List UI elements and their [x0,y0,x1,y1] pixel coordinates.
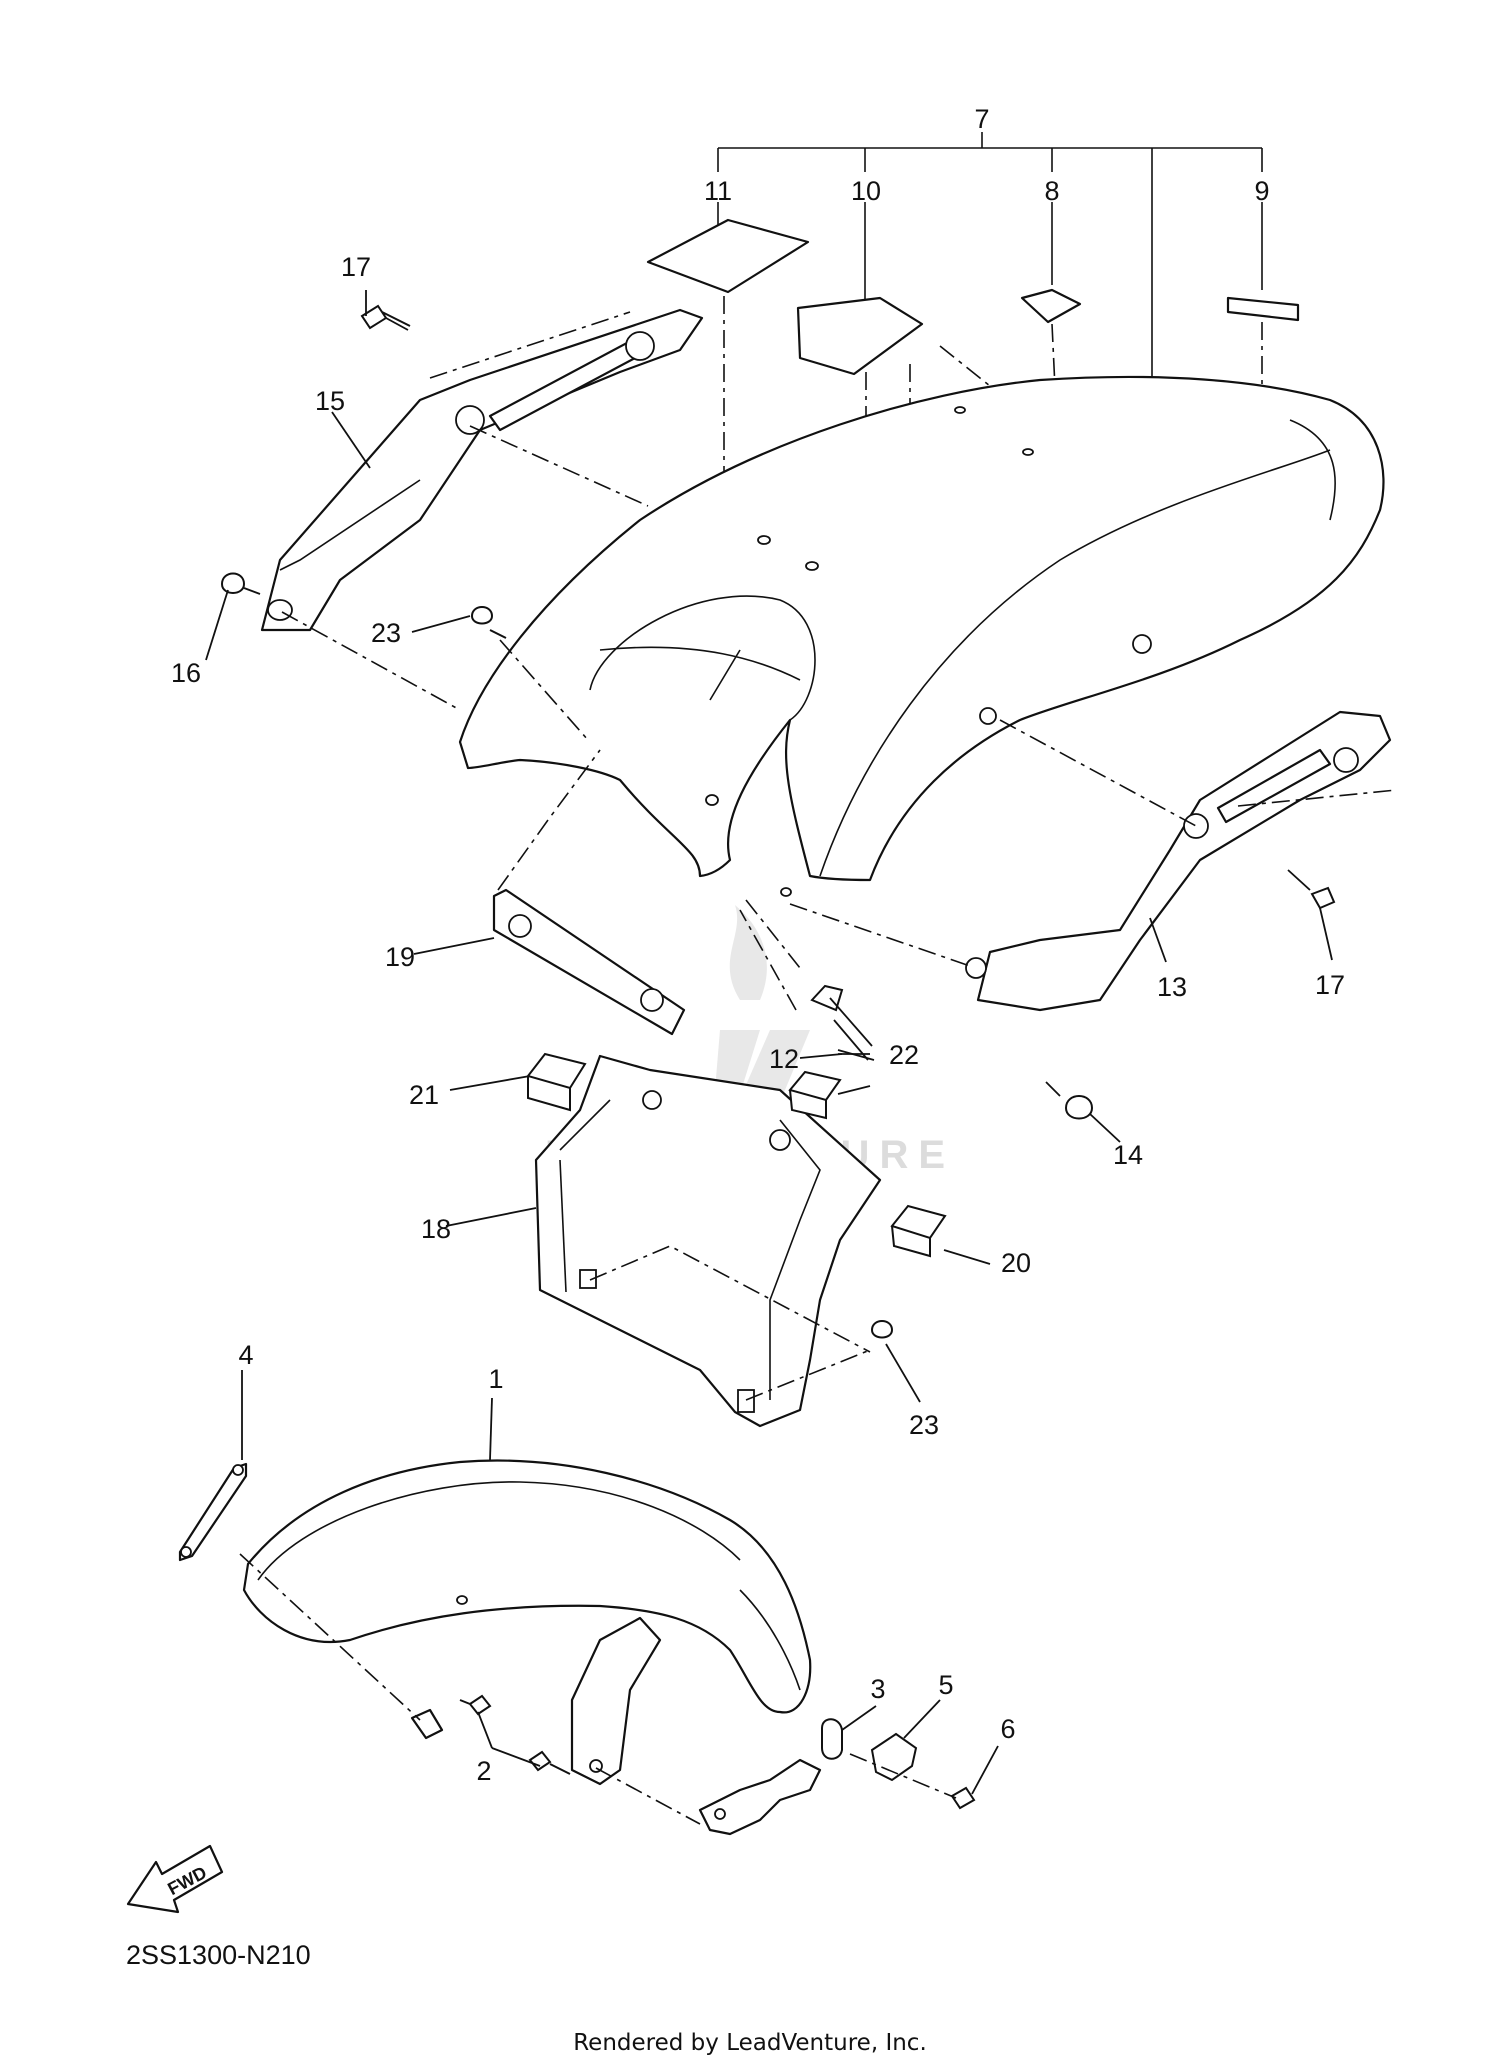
decal-11 [646,218,810,294]
mudguard-assembly [492,749,947,1428]
rear-fender [458,375,1385,897]
left-fender-stay [260,308,704,711]
decal-9 [1226,296,1300,322]
plate-19 [492,888,686,1036]
callout-17-right: 17 [1315,970,1345,1000]
callout-4: 4 [238,1340,253,1370]
callout-20: 20 [1001,1248,1031,1278]
callout-21: 21 [409,1080,439,1110]
watermark-flame-icon [729,905,767,1000]
callout-2: 2 [476,1756,491,1786]
callout-5: 5 [938,1670,953,1700]
callout-12: 12 [769,1044,799,1074]
callout-6: 6 [1000,1714,1015,1744]
callout-9: 9 [1254,176,1269,206]
callout-3: 3 [870,1674,885,1704]
callout-16: 16 [171,658,201,688]
front-fender-shell [242,1459,812,1714]
decal-10 [796,296,924,376]
diagram-code: 2SS1300-N210 [126,1940,311,1970]
callout-19: 19 [385,942,415,972]
callout-1: 1 [488,1364,503,1394]
front-fender-stay-lower [570,1616,662,1786]
callout-10: 10 [851,176,881,206]
collar-3 [821,1718,843,1760]
screw-23-bottom [870,1320,894,1339]
callout-7: 7 [974,104,989,134]
bolt-2b [528,1750,571,1775]
pad-20 [890,1204,947,1258]
footer-credit: Rendered by LeadVenture, Inc. [573,2030,927,2056]
stay-13 [976,710,1392,1012]
bolt-17-top [360,304,411,330]
callout-23-bottom: 23 [909,1410,939,1440]
callout-17-top: 17 [341,252,371,282]
plate-4 [178,1462,248,1562]
bolt-6 [950,1786,976,1810]
stay-15 [260,308,704,632]
rivet-16 [220,572,246,594]
callout-22: 22 [889,1040,919,1070]
mudguard-18 [534,1054,882,1428]
small-parts-bottom [459,1694,976,1810]
callout-23-top: 23 [371,618,401,648]
rear-fender-shell [458,375,1385,882]
decal-8 [1020,288,1082,324]
callout-8: 8 [1044,176,1059,206]
leader-lines [205,290,1333,1795]
front-fender-stay-side [698,1758,822,1836]
callout-14: 14 [1113,1140,1143,1170]
callout-13: 13 [1157,972,1187,1002]
right-fender-stay [789,710,1397,1012]
callouts: 1 2 3 4 5 6 7 8 9 10 11 12 13 14 15 16 1… [171,104,1345,1786]
pad-22 [788,1070,842,1120]
callout-18: 18 [421,1214,451,1244]
bolt-17-right [1310,886,1336,910]
callout-15: 15 [315,386,345,416]
bolt-2a [459,1694,492,1716]
pad-21 [526,1052,587,1112]
screw-23-top [470,606,507,639]
fwd-arrow-icon: FWD [126,1844,224,1914]
fasteners [220,304,1336,1339]
front-fender [239,1459,822,1836]
callout-11: 11 [704,176,732,206]
rivet-14 [1064,1095,1094,1120]
